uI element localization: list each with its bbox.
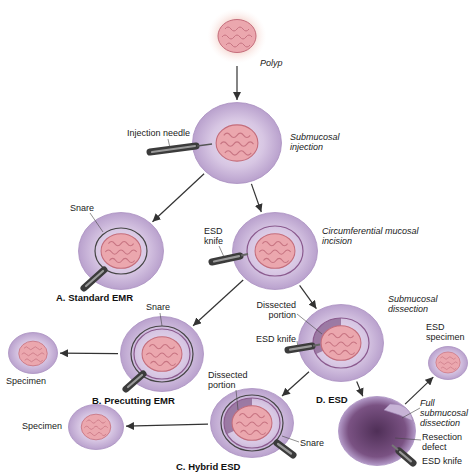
technique-title: B. Precutting EMR [92, 395, 202, 406]
flow-arrow [236, 66, 237, 100]
callout-label: Specimen [6, 376, 56, 386]
tissue-disc [9, 333, 58, 374]
stage-caption: Polyp [260, 58, 300, 68]
stage-caption: Submucosal dissection [388, 294, 458, 314]
flow-arrow [126, 424, 208, 426]
stage-node: SnareB. Precutting EMR [120, 316, 204, 392]
flow-arrow [357, 381, 363, 396]
flow-arrow [193, 280, 243, 326]
tissue-disc [208, 9, 267, 64]
callout-label: Snare [70, 203, 100, 213]
stage-outline [232, 212, 318, 290]
flow-arrow [60, 353, 118, 355]
tissue-disc [69, 405, 124, 450]
callout-label: Specimen [22, 421, 66, 431]
technique-title: D. ESD [316, 394, 356, 405]
technique-title: A. Standard EMR [56, 292, 156, 303]
stage-node: Specimen [68, 404, 124, 450]
stage-outline [120, 316, 204, 392]
leader-line [219, 246, 224, 257]
callout-label: Snare [146, 302, 176, 312]
stage-node: Injection needleSubmucosal injection [192, 102, 282, 184]
callout-label: ESD knife [422, 456, 474, 466]
stage-caption: Full submucosal dissection [420, 398, 474, 428]
stage-outline [68, 404, 124, 450]
stage-outline [210, 388, 294, 458]
stage-caption: Submucosal injection [290, 132, 370, 152]
callout-label: ESD knife [204, 226, 234, 246]
callout-label: Resection defect [422, 432, 474, 452]
needle-catheter [150, 146, 196, 152]
technique-title: C. Hybrid ESD [176, 461, 276, 472]
stage-caption: Circumferential mucosal incision [322, 226, 422, 246]
stage-node: ESD knifeCircumferential mucosal incisio… [232, 212, 318, 290]
stage-outline [428, 346, 468, 380]
stage-node: Full submucosal dissectionResection defe… [338, 396, 416, 466]
tissue-disc [121, 317, 204, 392]
tissue-disc [211, 389, 294, 458]
flow-arrow [300, 285, 317, 308]
tissue-disc [233, 213, 318, 290]
callout-label: ESD specimen [426, 322, 472, 342]
stage-node: Dissected portionESD knifeSubmucosal dis… [298, 304, 384, 382]
stage-node: SnareA. Standard EMR [78, 212, 164, 290]
stage-node: Dissected portionSnareC. Hybrid ESD [210, 388, 294, 458]
tissue-disc [339, 397, 416, 466]
flow-arrow [153, 174, 205, 222]
leader-line [168, 139, 170, 148]
tissue-disc [429, 347, 468, 380]
stage-outline [298, 304, 384, 382]
callout-label: Injection needle [112, 128, 190, 138]
callout-label: Snare [300, 438, 334, 448]
tissue-disc [299, 305, 384, 382]
flow-arrow [251, 184, 261, 212]
stage-outline [192, 102, 282, 184]
callout-label: Dissected portion [244, 300, 296, 320]
stage-node: ESD specimen [428, 346, 468, 380]
callout-label: ESD knife [246, 334, 296, 344]
tissue-disc [193, 103, 282, 184]
stage-node: Polyp [207, 8, 267, 64]
flow-arrow [282, 372, 309, 396]
stage-outline [338, 396, 416, 466]
stage-outline [8, 332, 58, 374]
stage-outline [207, 8, 267, 64]
leader-line [297, 341, 298, 347]
tissue-disc [79, 213, 164, 290]
needle-catheter-highlight [152, 146, 195, 152]
callout-label: Dissected portion [208, 370, 264, 390]
stage-node: Specimen [8, 332, 58, 374]
stage-outline [78, 212, 164, 290]
